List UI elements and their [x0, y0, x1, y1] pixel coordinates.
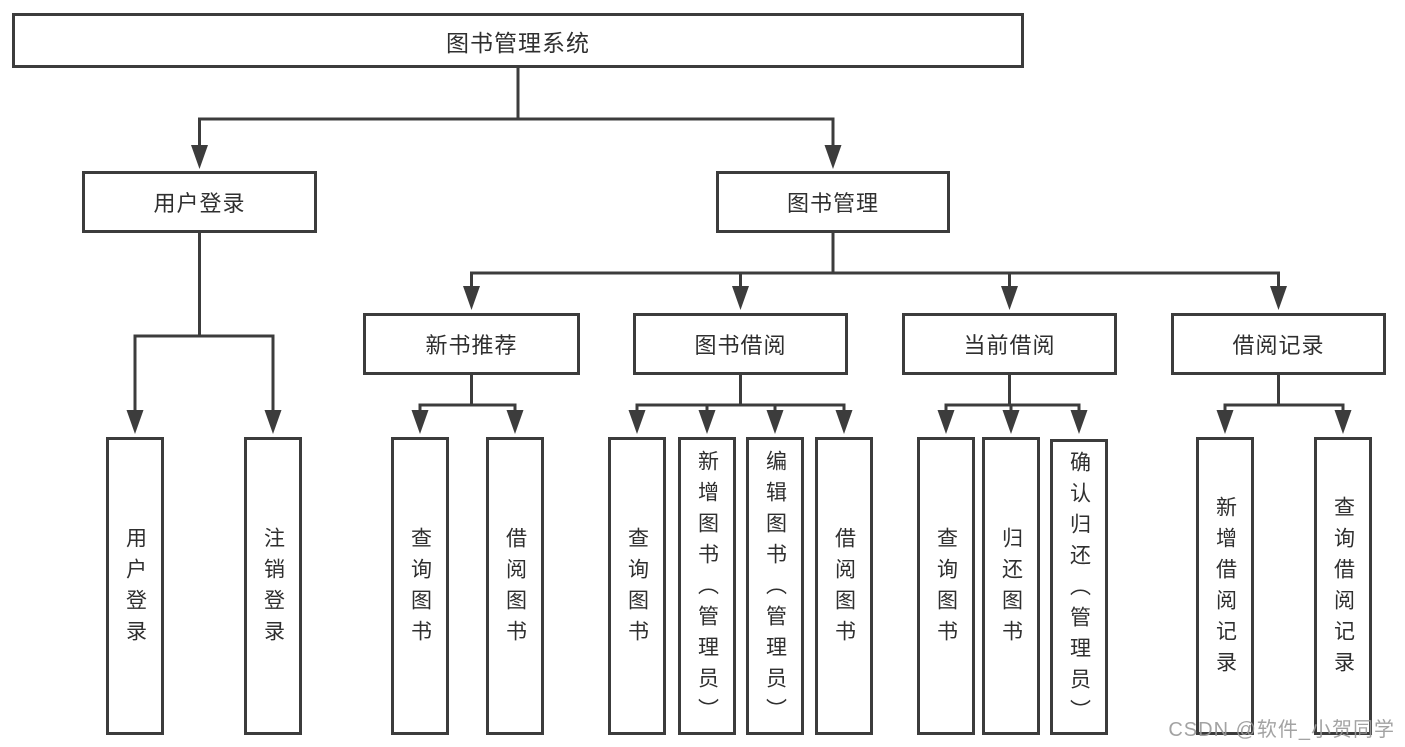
leaf-bb-edit-book-admin: 编辑图书（管理员）	[746, 437, 804, 735]
edge-book-mgmt-to-level3	[463, 233, 1287, 310]
node-current-borrow: 当前借阅	[902, 313, 1117, 375]
leaf-br-query-record: 查询借阅记录	[1314, 437, 1372, 735]
leaf-bb-add-book-admin: 新增图书（管理员）	[678, 437, 736, 735]
leaf-user-login: 用户登录	[106, 437, 164, 735]
leaf-br-add-record: 新增借阅记录	[1196, 437, 1254, 735]
node-user-login: 用户登录	[82, 171, 317, 233]
node-book-borrow: 图书借阅	[633, 313, 848, 375]
node-borrow-record: 借阅记录	[1171, 313, 1386, 375]
edge-root-to-level2	[191, 68, 842, 169]
edge-new-book-rec-to-leaves	[411, 375, 524, 434]
leaf-bb-borrow-books: 借阅图书	[815, 437, 873, 735]
node-book-management: 图书管理	[716, 171, 950, 233]
leaf-logout: 注销登录	[244, 437, 302, 735]
leaf-cb-return-books: 归还图书	[982, 437, 1040, 735]
leaf-nbr-borrow-books: 借阅图书	[486, 437, 544, 735]
edge-user-login-to-leaves	[126, 233, 282, 434]
csdn-watermark: CSDN @软件_小贺同学	[1168, 719, 1395, 741]
node-new-book-recommend: 新书推荐	[363, 313, 580, 375]
leaf-bb-query-books: 查询图书	[608, 437, 666, 735]
leaf-nbr-query-books: 查询图书	[391, 437, 449, 735]
node-root-system: 图书管理系统	[12, 13, 1024, 68]
leaf-cb-query-books: 查询图书	[917, 437, 975, 735]
edge-borrow-record-to-leaves	[1216, 375, 1352, 434]
edge-current-borrow-to-leaves	[937, 375, 1088, 434]
leaf-cb-confirm-return-admin: 确认归还（管理员）	[1050, 439, 1108, 735]
edge-book-borrow-to-leaves	[628, 375, 853, 434]
